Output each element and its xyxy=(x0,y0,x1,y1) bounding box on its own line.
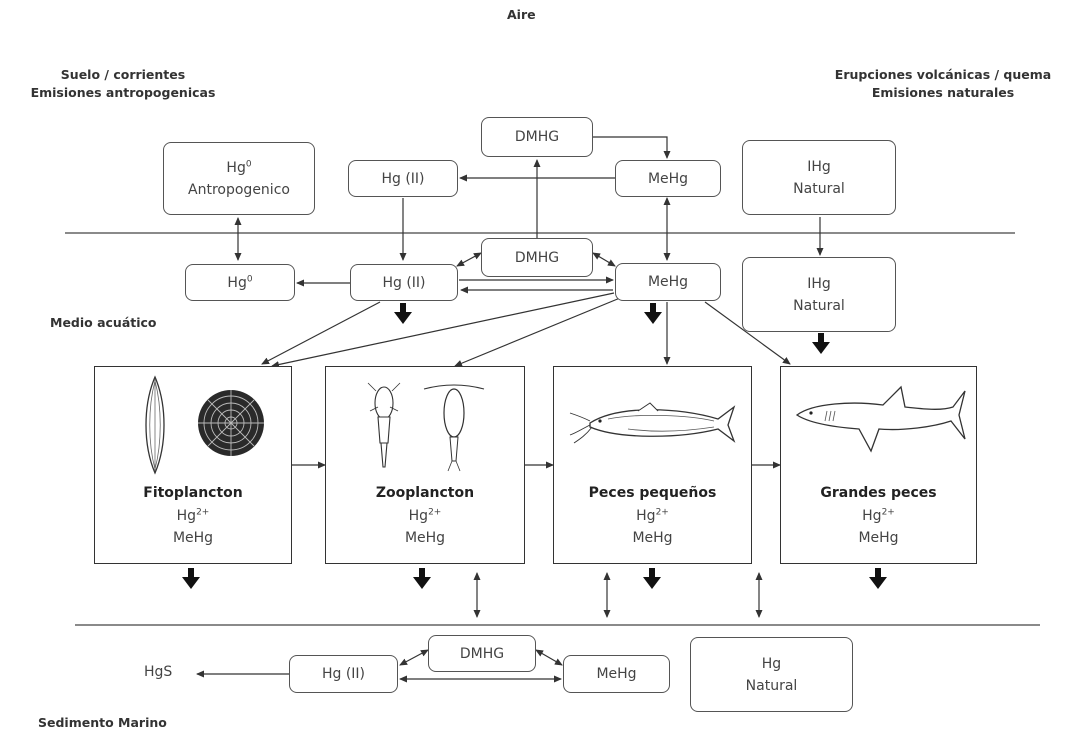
arrow-hg2-to-fitoplancton xyxy=(261,301,381,365)
dmhg-air-label: DMHG xyxy=(514,129,560,145)
fitoplancton-title: Fitoplancton xyxy=(143,485,243,501)
natural-source-label: Erupciones volcánicas / quema Emisiones … xyxy=(818,66,1068,102)
right-header-line-1: Erupciones volcánicas / quema xyxy=(834,67,1052,82)
dmhg-sediment-label: DMHG xyxy=(459,645,505,662)
small-fish-title: Peces pequeños xyxy=(588,485,717,501)
small-fish-mehg: MeHg xyxy=(632,530,673,546)
arrow-dmhg-to-mehg-air xyxy=(593,136,671,159)
dmhg-water-box: DMHG xyxy=(481,238,593,277)
hg0-water-box: Hg0 xyxy=(185,264,295,301)
sink-arrow-zooplancton xyxy=(413,568,431,589)
calanoid-icon xyxy=(423,384,485,472)
zooplancton-panel: Zooplancton Hg2+ MeHg xyxy=(325,366,525,564)
hg2-air-box: Hg (II) xyxy=(348,160,458,197)
radiolarian-icon xyxy=(198,390,264,456)
sink-arrow-large-fish xyxy=(869,568,887,589)
arrow-hg2-to-dmhg xyxy=(456,252,482,267)
ihg-natural-water-box: IHg Natural xyxy=(742,257,896,332)
zooplancton-hg2: Hg2+ xyxy=(408,507,442,524)
large-fish-mehg: MeHg xyxy=(858,530,899,546)
ihg-air-caption: Natural xyxy=(793,180,845,197)
shark-icon xyxy=(795,385,966,453)
large-fish-hg2: Hg2+ xyxy=(862,507,895,524)
fitoplancton-mehg: MeHg xyxy=(172,530,214,546)
sink-arrow-fitoplancton xyxy=(182,568,200,589)
zooplancton-title: Zooplancton xyxy=(375,485,475,501)
mehg-air-label: MeHg xyxy=(647,170,689,187)
sink-arrow-hg2 xyxy=(394,303,412,324)
hg-sediment-label: Hg xyxy=(761,655,782,672)
air-zone-label: Aire xyxy=(507,7,536,22)
hg-natural-sediment-box: Hg Natural xyxy=(690,637,853,712)
zooplancton-mehg: MeHg xyxy=(404,530,446,546)
small-fish-hg2: Hg2+ xyxy=(636,507,669,524)
copepod-icon xyxy=(367,382,401,468)
fitoplancton-panel: Fitoplancton Hg2+ MeHg xyxy=(94,366,292,564)
dmhg-sediment-box: DMHG xyxy=(428,635,536,672)
ihg-water-caption: Natural xyxy=(793,297,845,314)
arrow-dmhg-to-mehg xyxy=(592,252,616,267)
hg-sediment-caption: Natural xyxy=(745,677,798,694)
aquatic-zone-label: Medio acuático xyxy=(50,315,157,330)
mehg-sediment-label: MeHg xyxy=(596,666,637,682)
dmhg-air-box: DMHG xyxy=(481,117,593,157)
dmhg-water-label: DMHG xyxy=(514,249,560,266)
ihg-air-label: IHg xyxy=(807,158,831,175)
ihg-natural-air-box: IHg Natural xyxy=(742,140,896,215)
small-fish-panel: Peces pequeños Hg2+ MeHg xyxy=(553,366,752,564)
anthropogenic-source-label: Suelo / corrientes Emisiones antropogeni… xyxy=(8,66,238,102)
hg0-water-formula: Hg0 xyxy=(227,273,253,291)
arrow-mehg-to-large-fish xyxy=(704,301,791,365)
hg0-anthropogenic-formula: Hg0 xyxy=(226,158,252,176)
mehg-air-box: MeHg xyxy=(615,160,721,197)
hg0-anthropogenic-box: Hg0 Antropogenico xyxy=(163,142,315,215)
sink-arrow-small-fish xyxy=(643,568,661,589)
catfish-icon xyxy=(569,402,736,444)
right-header-line-2: Emisiones naturales xyxy=(871,85,1015,100)
sinking-arrows xyxy=(182,303,887,589)
left-header-line-2: Emisiones antropogenicas xyxy=(30,85,216,100)
mehg-water-label: MeHg xyxy=(647,274,689,290)
arrow-mehg-to-fitoplancton xyxy=(271,292,615,368)
hg2-water-box: Hg (II) xyxy=(350,264,458,301)
hg2-sediment-box: Hg (II) xyxy=(289,655,398,693)
hg0-anthropogenic-caption: Antropogenico xyxy=(188,181,290,198)
sediment-zone-label: Sedimento Marino xyxy=(38,715,167,730)
mehg-water-box: MeHg xyxy=(615,263,721,301)
hg2-air-label: Hg (II) xyxy=(381,170,425,187)
arrow-dmhg-mehg-sediment xyxy=(535,649,563,666)
sink-arrow-ihg xyxy=(812,333,830,354)
ihg-water-label: IHg xyxy=(807,275,831,292)
diatom-icon xyxy=(145,375,165,475)
sink-arrow-mehg xyxy=(644,303,662,324)
large-fish-panel: Grandes peces Hg2+ MeHg xyxy=(780,366,977,564)
hg2-water-label: Hg (II) xyxy=(382,274,426,291)
mehg-sediment-box: MeHg xyxy=(563,655,670,693)
left-header-line-1: Suelo / corrientes xyxy=(60,67,186,82)
hg2-sediment-label: Hg (II) xyxy=(321,666,366,682)
arrow-hg2-dmhg-sediment xyxy=(399,649,429,666)
hgs-label: HgS xyxy=(144,664,173,680)
large-fish-title: Grandes peces xyxy=(820,485,937,501)
fitoplancton-hg2: Hg2+ xyxy=(176,507,210,524)
arrow-mehg-to-zooplancton xyxy=(454,297,621,367)
